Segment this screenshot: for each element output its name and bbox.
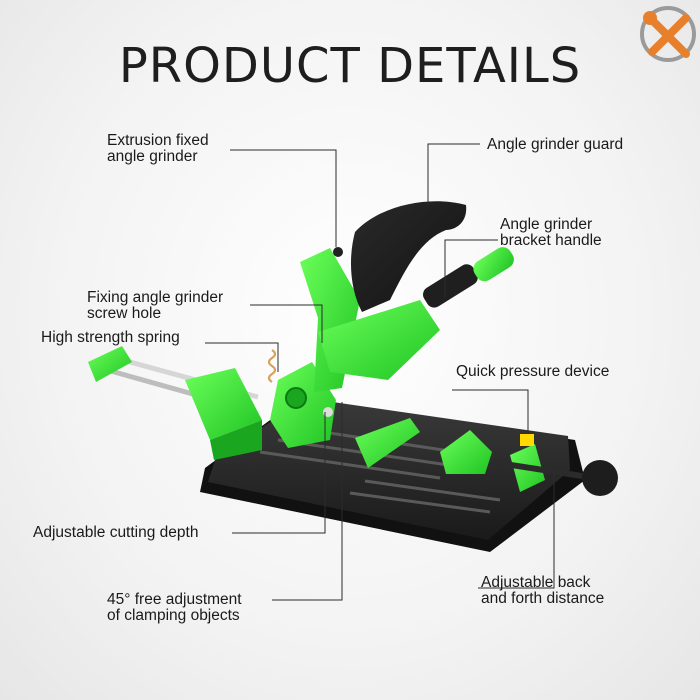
leader-extrusion — [230, 149, 337, 247]
callout-quick-pressure: Quick pressure device — [456, 363, 610, 380]
quick-pressure-device — [440, 430, 618, 496]
spring — [267, 349, 277, 383]
leader-clamping — [272, 402, 343, 601]
callout-clamping: 45° free adjustment of clamping objects — [107, 591, 242, 624]
callout-back-forth: Adjustable back and forth distance — [481, 574, 605, 607]
angle-clamp — [355, 418, 420, 468]
callout-guard: Angle grinder guard — [487, 136, 624, 153]
leader-guard — [427, 143, 480, 205]
guard — [350, 201, 467, 312]
leader-screw-hole — [250, 304, 323, 343]
leader-spring — [205, 342, 279, 372]
page-title: PRODUCT DETAILS — [118, 38, 582, 94]
callout-handle: Angle grinder bracket handle — [500, 216, 602, 249]
callout-spring: High strength spring — [41, 329, 180, 346]
leader-quick-pressure — [452, 389, 529, 434]
leader-back-forth — [478, 464, 555, 589]
leader-handle — [444, 239, 498, 298]
leader-cutting-depth — [232, 412, 326, 534]
callout-cutting-depth: Adjustable cutting depth — [33, 524, 199, 541]
callout-screw-hole: Fixing angle grinder screw hole — [87, 289, 224, 322]
wrench-screwdriver-logo-icon — [640, 6, 696, 62]
slide-rails — [88, 346, 262, 460]
handle-assembly — [318, 247, 514, 380]
callout-extrusion: Extrusion fixed angle grinder — [107, 132, 209, 165]
